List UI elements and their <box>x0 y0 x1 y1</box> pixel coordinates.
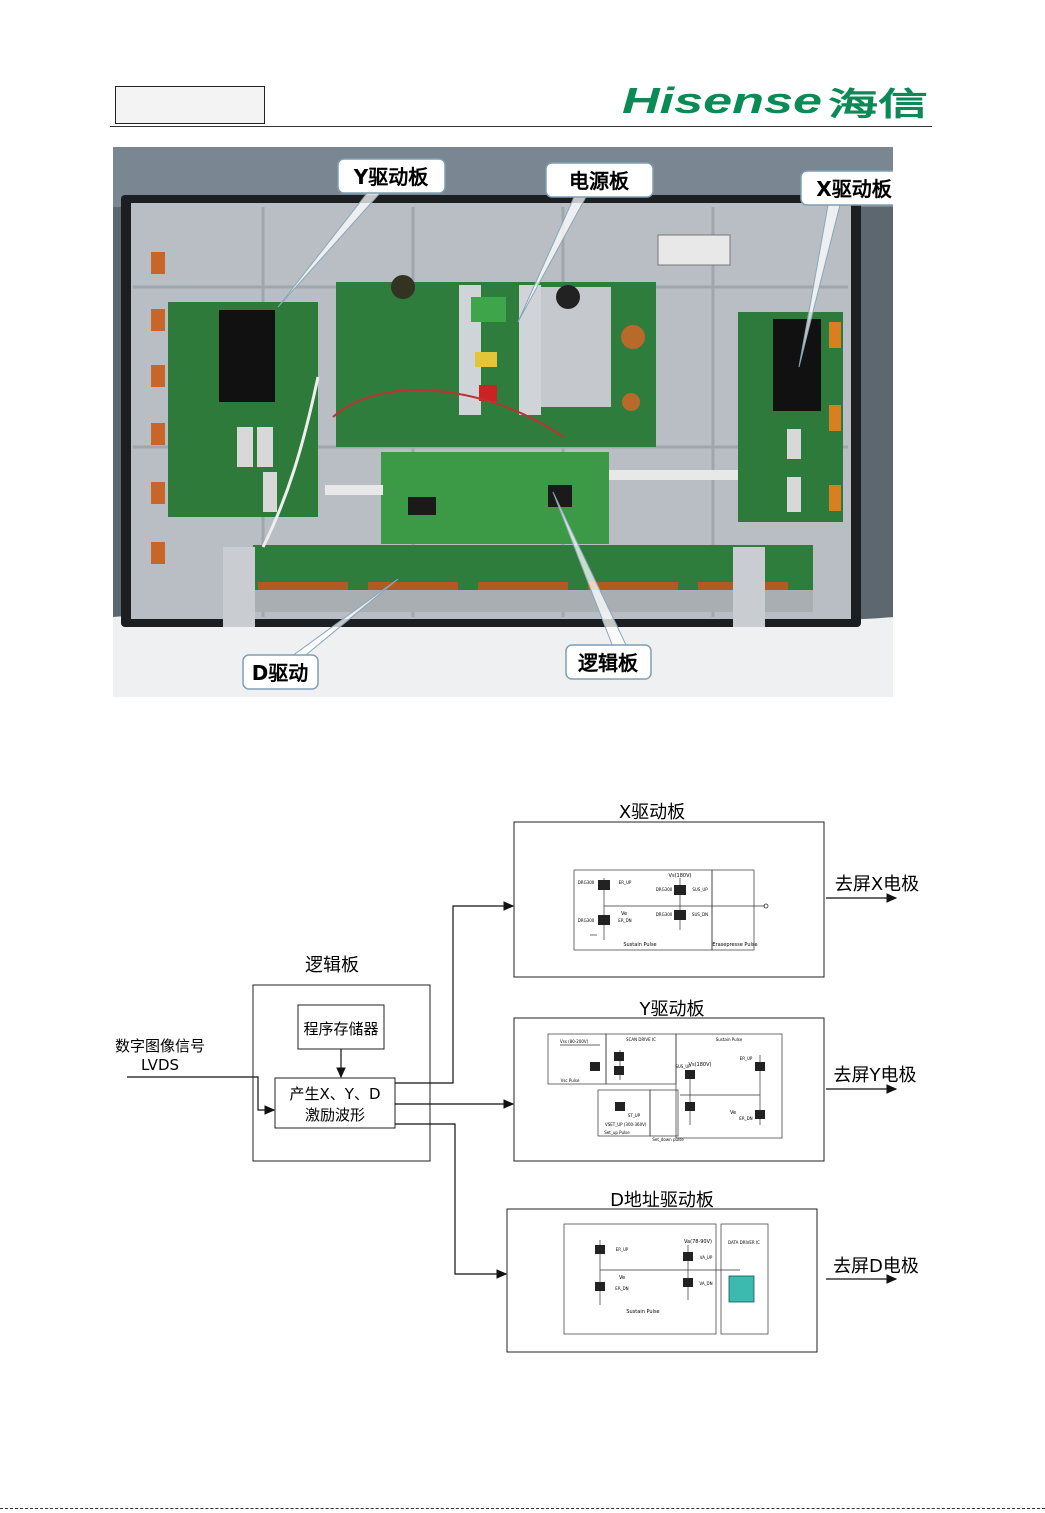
d-sig3-label: VA_UP <box>700 1255 713 1260</box>
d-sig1-label: ER_UP <box>616 1247 629 1252</box>
x-erase-pulse-label: Erasepresse Pulse <box>712 942 757 948</box>
y-sig2-label: ER_DN <box>739 1116 752 1121</box>
y-heatsink <box>219 310 275 402</box>
y-sig1-label: ER_UP <box>740 1056 753 1061</box>
y-scan-ic-label: SCAN DRIVE IC <box>626 1037 656 1042</box>
x-sig4-label: SUS_DN <box>692 912 708 917</box>
program-memory-label: 程序存储器 <box>303 1020 378 1038</box>
d-sig4-label: VA_DN <box>699 1281 712 1286</box>
y-board-transistors <box>590 1052 765 1119</box>
y-sustain-pulse-label: Sustain Pulse <box>716 1037 743 1042</box>
tv-internals-photo: Y驱动板 电源板 X驱动板 D驱动 逻辑板 <box>113 147 893 697</box>
d-board-output-label: 去屏D电极 <box>833 1256 919 1277</box>
logic-board-title: 逻辑板 <box>305 955 359 976</box>
callout-y-board-text: Y驱动板 <box>353 165 429 189</box>
waveform-generator-line2: 激励波形 <box>305 1106 365 1124</box>
d-ve-label: Ve <box>619 1275 625 1281</box>
hisense-logo: Hisense 海信 <box>622 82 928 122</box>
waveform-generator-line1: 产生X、Y、D <box>290 1085 381 1103</box>
waveform-generator-box <box>274 1077 396 1129</box>
y-board-output-label: 去屏Y电极 <box>834 1065 917 1086</box>
logo-brand-latin: Hisense <box>622 82 822 121</box>
y-setup-pulse-label: Set_up Pulse <box>604 1130 630 1135</box>
callout-logic-board: 逻辑板 <box>565 644 652 680</box>
callout-power-board: 电源板 <box>545 162 654 198</box>
x-board-output-label: 去屏X电极 <box>835 874 919 895</box>
y-vset-label: VSET_UP (300-360V) <box>605 1122 647 1127</box>
y-ve-label: Ve <box>730 1110 736 1116</box>
y-board-schematic <box>547 1033 783 1139</box>
x-q3-label: DRG300 <box>656 887 673 892</box>
callout-d-drive: D驱动 <box>242 654 319 690</box>
y-vs-label: Vs(180V) <box>689 1062 712 1068</box>
callout-x-board: X驱动板 <box>800 170 893 206</box>
d-board-title: D地址驱动板 <box>610 1190 714 1211</box>
d-sig2-label: ER_DN <box>615 1286 628 1291</box>
x-q4-label: DRG300 <box>656 912 673 917</box>
header-rule <box>110 126 932 127</box>
callout-power-board-text: 电源板 <box>569 169 630 193</box>
block-diagram: 数字图像信号 LVDS 逻辑板 程序存储器 产生X、Y、D 激励波形 X驱动板 … <box>115 802 919 1353</box>
y-setdown-pulse-label: Set_down pulse <box>652 1137 684 1142</box>
x-board-title: X驱动板 <box>619 802 685 823</box>
y-board-box <box>513 1017 825 1162</box>
callout-y-board: Y驱动板 <box>337 158 446 194</box>
x-sig1-label: ER_UP <box>619 880 632 885</box>
x-board-box <box>513 821 825 978</box>
x-vs-label: Vs(180V) <box>669 873 692 879</box>
y-sig3-label: ST_UP <box>628 1113 641 1118</box>
y-sig4-label: SUS_UP <box>675 1064 691 1069</box>
x-board-transistors <box>598 880 686 925</box>
d-data-driver-ic-chip <box>728 1275 755 1303</box>
x-ve-label: Ve <box>621 911 627 917</box>
x-q2-label: DRG300 <box>578 918 595 923</box>
y-vss-label: Vss (80-200V) <box>560 1039 589 1044</box>
logo-brand-cn: 海信 <box>828 85 928 122</box>
d-board-box <box>506 1208 818 1353</box>
callout-logic-board-text: 逻辑板 <box>578 651 639 675</box>
x-sig3-label: SUS_UP <box>692 887 708 892</box>
arrow-to-x-board <box>395 901 515 1084</box>
d-data-ic-label: DATA DRIVER IC <box>728 1240 760 1245</box>
input-arrow <box>127 1076 276 1115</box>
x-q1-label: DRG300 <box>578 880 595 885</box>
d-sustain-pulse-label: Sustain Pulse <box>626 1309 659 1315</box>
d-va-label: Va(78-90V) <box>684 1239 712 1245</box>
x-sig2-label: ER_DN <box>618 918 631 923</box>
logic-board-box <box>252 984 431 1162</box>
arrow-to-d-board <box>395 1123 508 1279</box>
input-signal-label: 数字图像信号 <box>115 1037 205 1055</box>
x-sustain-pulse-label: Sustain Pulse <box>623 942 656 948</box>
x-heatsink <box>773 319 821 411</box>
callout-d-drive-text: D驱动 <box>252 661 309 685</box>
header-label-box <box>115 86 265 124</box>
y-board-title: Y驱动板 <box>639 999 705 1020</box>
x-board-schematic <box>573 869 765 951</box>
d-board-transistors <box>595 1245 693 1291</box>
callout-x-board-text: X驱动板 <box>816 177 892 201</box>
y-vsc-pulse-label: Vsc Pulse <box>561 1078 580 1083</box>
footer-rule <box>0 1508 1045 1509</box>
input-lvds-label: LVDS <box>141 1056 179 1074</box>
